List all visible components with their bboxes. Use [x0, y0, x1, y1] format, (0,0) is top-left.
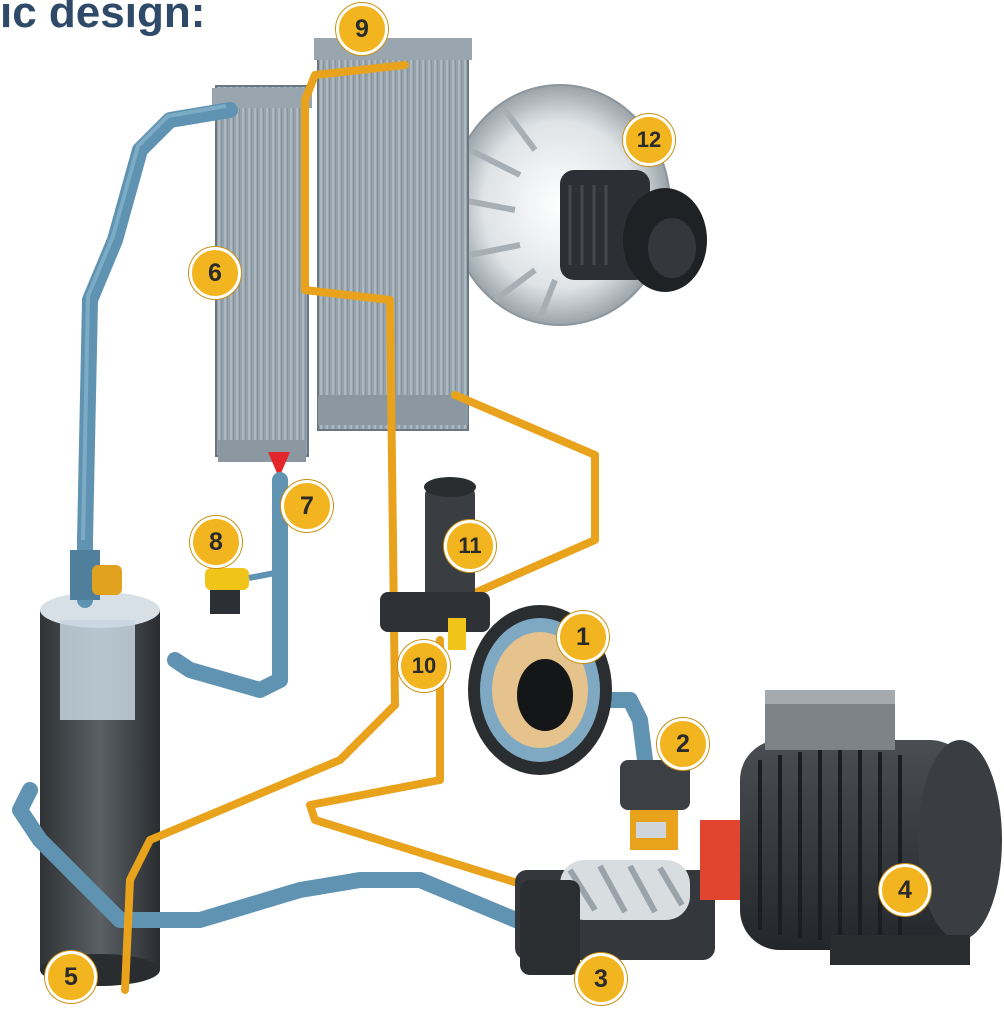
valve-handle — [92, 565, 122, 595]
callout-1: 1 — [557, 611, 609, 663]
page-title: ic design: — [0, 0, 206, 37]
callout-7: 7 — [281, 480, 333, 532]
fan-unit — [449, 84, 707, 326]
air-pipe-highlight — [81, 104, 227, 541]
callout-10: 10 — [398, 640, 450, 692]
oil-pipes — [121, 61, 599, 994]
inlet-valve — [620, 760, 690, 850]
callout-5: 5 — [45, 951, 97, 1003]
electric-motor — [700, 690, 1002, 965]
thermostatic-valve — [205, 568, 281, 614]
callout-12: 12 — [623, 114, 675, 166]
callout-11: 11 — [444, 520, 496, 572]
callout-6: 6 — [189, 247, 241, 299]
callout-4: 4 — [879, 864, 931, 916]
callout-8: 8 — [190, 516, 242, 568]
callout-2: 2 — [657, 718, 709, 770]
callout-9: 9 — [336, 3, 388, 55]
air-end — [515, 860, 715, 975]
callout-3: 3 — [575, 953, 627, 1005]
